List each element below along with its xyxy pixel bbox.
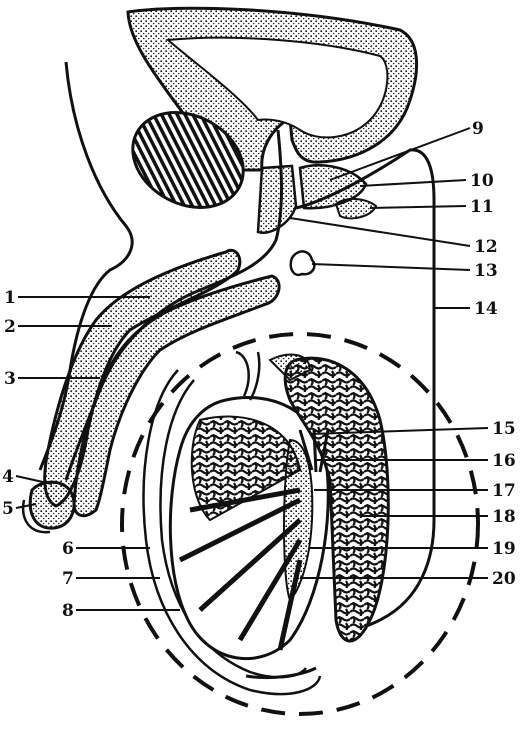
label-18: 18 xyxy=(492,507,516,527)
bladder-lumen xyxy=(165,36,389,139)
label-20: 20 xyxy=(492,569,516,589)
label-5: 5 xyxy=(2,499,14,519)
label-2: 2 xyxy=(4,317,16,337)
label-11: 11 xyxy=(470,197,494,217)
label-16: 16 xyxy=(492,451,516,471)
pubic-bone xyxy=(131,111,245,209)
label-13: 13 xyxy=(474,261,498,281)
prostate xyxy=(256,164,298,235)
label-14: 14 xyxy=(474,299,498,319)
vas-deferens xyxy=(295,148,436,629)
corpus-spongiosum xyxy=(72,274,281,518)
label-9: 9 xyxy=(472,119,484,139)
scrotum-outline xyxy=(120,332,480,716)
label-10: 10 xyxy=(470,171,494,191)
label-12: 12 xyxy=(474,237,498,257)
epididymis xyxy=(283,356,390,643)
label-3: 3 xyxy=(4,369,16,389)
rete-testis xyxy=(283,438,314,602)
spermatic-cord xyxy=(235,350,261,401)
efferent-ducts xyxy=(298,429,330,473)
septa xyxy=(178,487,303,651)
bulbourethral-gland xyxy=(289,250,316,277)
label-17: 17 xyxy=(492,481,516,501)
label-8: 8 xyxy=(62,601,74,621)
label-1: 1 xyxy=(4,288,16,308)
label-19: 19 xyxy=(492,539,516,559)
label-6: 6 xyxy=(62,539,74,559)
glans xyxy=(28,480,76,530)
vesicle-small xyxy=(334,198,378,220)
leader-lines xyxy=(15,127,489,611)
seminal-vesicle xyxy=(298,164,368,210)
cord-dotted-cap xyxy=(268,353,312,382)
tunica-outer xyxy=(142,369,322,696)
label-4: 4 xyxy=(2,467,14,487)
tunica-tail xyxy=(245,666,317,680)
label-15: 15 xyxy=(492,419,516,439)
label-7: 7 xyxy=(62,569,74,589)
prepuce xyxy=(21,499,51,534)
